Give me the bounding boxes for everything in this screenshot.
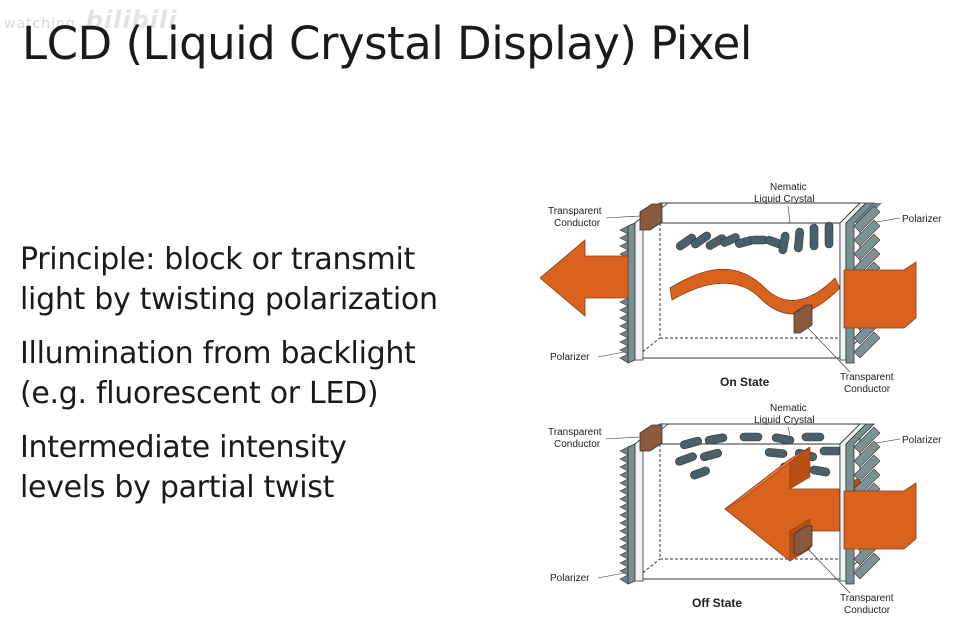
bullet-principle: Principle: block or transmit light by tw… xyxy=(20,240,500,320)
off-label-nematic-1: Nematic xyxy=(770,403,807,414)
off-backlight-block xyxy=(843,482,917,550)
bullet-principle-line2: light by twisting polarization xyxy=(20,282,438,317)
on-label-transparent-conductor-left-1: Transparent xyxy=(548,206,602,217)
bullet-illumination-line1: Illumination from backlight xyxy=(20,336,416,371)
off-label-transparent-conductor-right-2: Conductor xyxy=(844,605,891,616)
off-state-caption: Off State xyxy=(692,596,742,610)
on-backlight-block xyxy=(843,261,917,329)
bullet-list: Principle: block or transmit light by tw… xyxy=(20,240,500,522)
on-label-nematic-1: Nematic xyxy=(770,182,807,193)
on-state-caption: On State xyxy=(720,375,770,389)
bullet-intensity-line1: Intermediate intensity xyxy=(20,430,347,465)
off-left-conductor xyxy=(639,424,663,452)
on-liquid-crystal-molecules xyxy=(675,221,834,255)
on-label-transparent-conductor-right-2: Conductor xyxy=(844,384,891,395)
off-state-diagram: Transparent Conductor Nematic Liquid Cry… xyxy=(548,403,942,616)
bullet-intensity: Intermediate intensity levels by partial… xyxy=(20,428,500,508)
off-label-polarizer-right: Polarizer xyxy=(902,435,942,446)
bullet-intensity-line2: levels by partial twist xyxy=(20,470,335,505)
bullet-principle-line1: Principle: block or transmit xyxy=(20,242,415,277)
watermark: watching bilibili xyxy=(4,6,177,34)
bullet-illumination-line2: (e.g. fluorescent or LED) xyxy=(20,376,379,411)
watermark-text: watching xyxy=(4,16,76,32)
on-label-polarizer-right: Polarizer xyxy=(902,214,942,225)
lcd-figure: Transparent Conductor Nematic Liquid Cry… xyxy=(539,178,960,628)
off-label-nematic-2: Liquid Crystal xyxy=(754,415,815,426)
on-state-diagram: Transparent Conductor Nematic Liquid Cry… xyxy=(539,182,942,395)
off-label-transparent-conductor-left-2: Conductor xyxy=(554,439,601,450)
off-right-conductor xyxy=(793,525,813,555)
off-label-transparent-conductor-left-1: Transparent xyxy=(548,427,602,438)
bullet-illumination: Illumination from backlight (e.g. fluore… xyxy=(20,334,500,414)
on-left-conductor xyxy=(639,203,663,231)
on-output-arrow xyxy=(539,239,629,317)
on-label-transparent-conductor-right-1: Transparent xyxy=(840,372,894,383)
on-label-polarizer-left: Polarizer xyxy=(550,352,590,363)
off-label-transparent-conductor-right-1: Transparent xyxy=(840,593,894,604)
bilibili-logo: bilibili xyxy=(85,6,178,34)
lcd-diagram-svg: Transparent Conductor Nematic Liquid Cry… xyxy=(539,182,942,616)
off-left-polarizer xyxy=(619,443,636,585)
on-label-transparent-conductor-left-2: Conductor xyxy=(554,218,601,229)
on-label-nematic-2: Liquid Crystal xyxy=(754,194,815,205)
off-label-polarizer-left: Polarizer xyxy=(550,573,590,584)
on-right-conductor xyxy=(793,304,813,334)
slide-title: LCD (Liquid Crystal Display) Pixel xyxy=(22,17,752,70)
